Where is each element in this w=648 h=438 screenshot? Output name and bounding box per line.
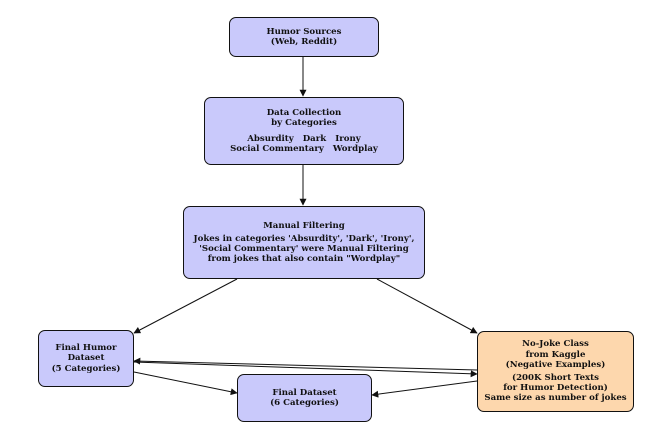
- node-no-joke-class: No-Joke Class from Kaggle (Negative Exam…: [477, 331, 634, 412]
- node-text: No-Joke Class: [522, 339, 589, 350]
- categories-row: Absurdity Dark Irony: [244, 134, 364, 144]
- edge-no-joke-to-final-humor: [133, 357, 478, 371]
- node-text: (Negative Examples): [505, 359, 606, 370]
- node-text: 'Social Commentary' were Manual Filterin…: [199, 244, 409, 254]
- node-manual-filtering: Manual Filtering Jokes in categories 'Ab…: [183, 206, 425, 279]
- node-text: Humor Sources: [266, 26, 342, 37]
- node-text: for Humor Detection): [503, 383, 608, 394]
- edge-final-humor-to-no-joke: [133, 361, 478, 378]
- node-text: Data Collection: [266, 108, 342, 119]
- node-text: (6 Categories): [270, 398, 339, 408]
- categories-row: Social Commentary Wordplay: [227, 144, 381, 154]
- node-title: Manual Filtering: [263, 220, 345, 231]
- node-text: Final Dataset: [272, 387, 337, 398]
- node-text: (Web, Reddit): [270, 37, 338, 47]
- category-label: Irony: [335, 133, 361, 144]
- node-text: Dataset: [67, 353, 105, 364]
- edge-no-joke-to-final-dataset: [371, 380, 478, 398]
- node-text: Jokes in categories 'Absurdity', 'Dark',…: [193, 233, 415, 244]
- node-humor-sources: Humor Sources (Web, Reddit): [229, 17, 379, 57]
- node-text: from Kaggle: [525, 349, 586, 360]
- node-text: by Categories: [271, 118, 337, 129]
- category-label: Dark: [302, 133, 327, 144]
- category-label: Social Commentary: [230, 143, 324, 154]
- node-text: (5 Categories): [51, 363, 121, 374]
- node-final-dataset: Final Dataset (6 Categories): [237, 374, 372, 422]
- node-text: Final Humor: [55, 343, 117, 354]
- edge-final-humor-to-final-dataset: [133, 371, 238, 396]
- node-text: from jokes that also contain "Wordplay": [207, 254, 401, 265]
- node-text: Same size as number of jokes: [484, 393, 627, 404]
- category-label: Wordplay: [332, 143, 378, 154]
- node-final-humor-dataset: Final Humor Dataset (5 Categories): [38, 330, 134, 387]
- node-text: (200K Short Texts: [512, 373, 599, 383]
- category-label: Absurdity: [247, 133, 294, 144]
- node-data-collection: Data Collection by Categories Absurdity …: [204, 97, 404, 165]
- edge-filtering-to-final-humor: [133, 278, 238, 334]
- edge-filtering-to-no-joke: [376, 278, 478, 334]
